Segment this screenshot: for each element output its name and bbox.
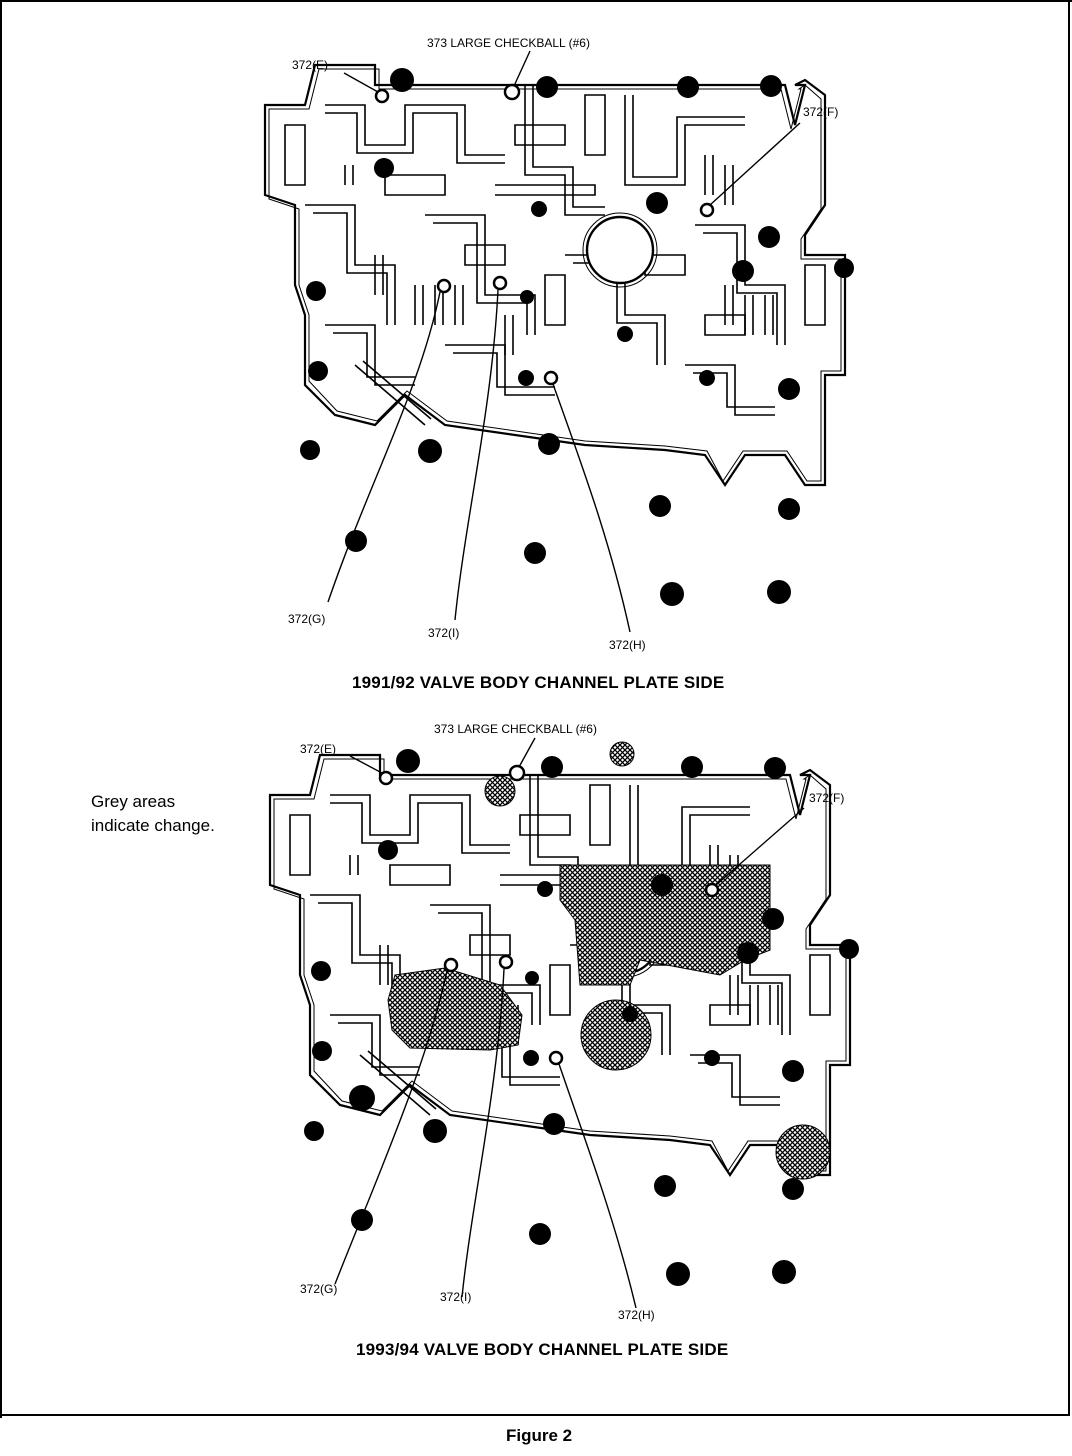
note-line-1: Grey areas [91,792,176,811]
bottom-changed-areas [387,741,831,1180]
bottom-check-balls [378,764,720,1066]
bottom-valve-plate [268,753,852,1177]
bottom-callout-checkball: 373 LARGE CHECKBALL (#6) [434,722,597,736]
top-callout-372g: 372(G) [288,612,326,626]
bottom-leader-lines [334,737,805,1309]
bottom-callout-372e: 372(E) [300,742,337,756]
top-callout-372e: 372(E) [292,58,329,72]
top-check-balls [374,83,715,386]
top-callout-372f: 372(F) [803,105,839,119]
note-line-2: indicate change. [91,816,215,835]
bottom-callout-372h: 372(H) [618,1308,655,1322]
bottom-callout-372i: 372(I) [440,1290,472,1304]
bottom-diagram-title: 1993/94 VALVE BODY CHANNEL PLATE SIDE [356,1340,729,1359]
top-leader-lines [327,50,801,633]
top-valve-plate [263,63,847,487]
figure-label: Figure 2 [506,1426,573,1445]
top-plate-bolt-holes [300,68,854,606]
page-border-left [0,0,2,1418]
top-callout-372i: 372(I) [428,626,460,640]
page-border [0,0,1070,1416]
bottom-plate-bolt-holes [304,749,859,1286]
top-callout-checkball: 373 LARGE CHECKBALL (#6) [427,36,590,50]
grey-areas-note: Grey areas indicate change. [91,790,215,838]
bottom-callout-372f: 372(F) [809,791,845,805]
top-callout-372h: 372(H) [609,638,646,652]
page-border-top [0,0,1072,2]
top-diagram-title: 1991/92 VALVE BODY CHANNEL PLATE SIDE [352,673,725,692]
bottom-callout-372g: 372(G) [300,1282,338,1296]
